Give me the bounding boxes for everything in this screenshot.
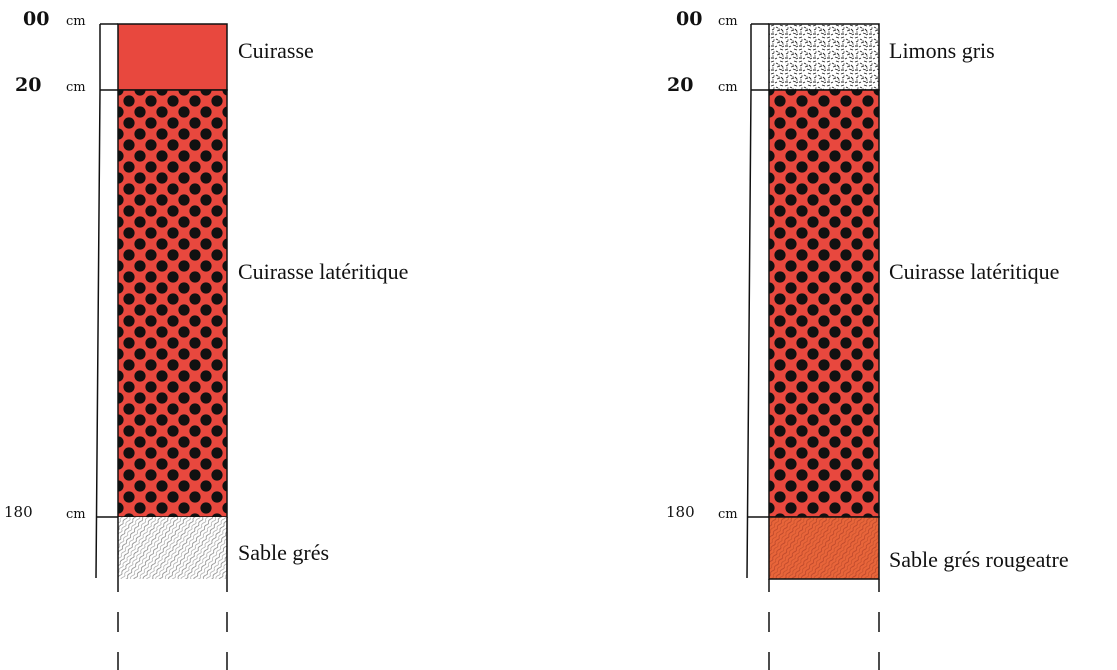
layer-sable-gres — [118, 517, 227, 579]
depth-label-00: 00 — [23, 8, 49, 30]
column-continuation-lines — [768, 579, 880, 670]
depth-label-20: 20 — [667, 74, 693, 96]
layer-label-cuirasse-lateritique: Cuirasse latéritique — [889, 259, 1059, 284]
profile-right: 00 cm 20 cm 180 cm Limons gris Cuirasse … — [666, 8, 1069, 670]
layer-label-cuirasse-lateritique: Cuirasse latéritique — [238, 259, 408, 284]
depth-unit: cm — [718, 507, 738, 522]
column-continuation-lines — [117, 517, 228, 670]
layer-cuirasse-lateritique — [768, 89, 880, 518]
depth-unit: cm — [718, 14, 738, 29]
layer-label-sable-gres: Sable grés — [238, 540, 329, 565]
depth-unit: cm — [718, 80, 738, 95]
depth-scale-bar — [746, 23, 769, 579]
depth-unit: cm — [66, 14, 86, 29]
depth-scale-bar — [95, 23, 118, 579]
depth-unit: cm — [66, 80, 86, 95]
layer-cuirasse-lateritique — [117, 89, 228, 518]
layer-label-sable-gres-rougeatre: Sable grés rougeatre — [889, 547, 1069, 572]
layer-sable-gres-rougeatre — [768, 516, 880, 580]
depth-label-180: 180 — [4, 503, 33, 521]
layer-limons-gris — [768, 23, 880, 91]
depth-label-00: 00 — [676, 8, 702, 30]
profile-left: 00 cm 20 cm 180 cm Cuirasse Cuirasse lat… — [4, 8, 408, 670]
depth-unit: cm — [66, 507, 86, 522]
depth-label-20: 20 — [15, 74, 41, 96]
layer-label-limons-gris: Limons gris — [889, 38, 995, 63]
layer-cuirasse — [117, 23, 228, 91]
layer-label-cuirasse: Cuirasse — [238, 38, 314, 63]
depth-label-180: 180 — [666, 503, 695, 521]
